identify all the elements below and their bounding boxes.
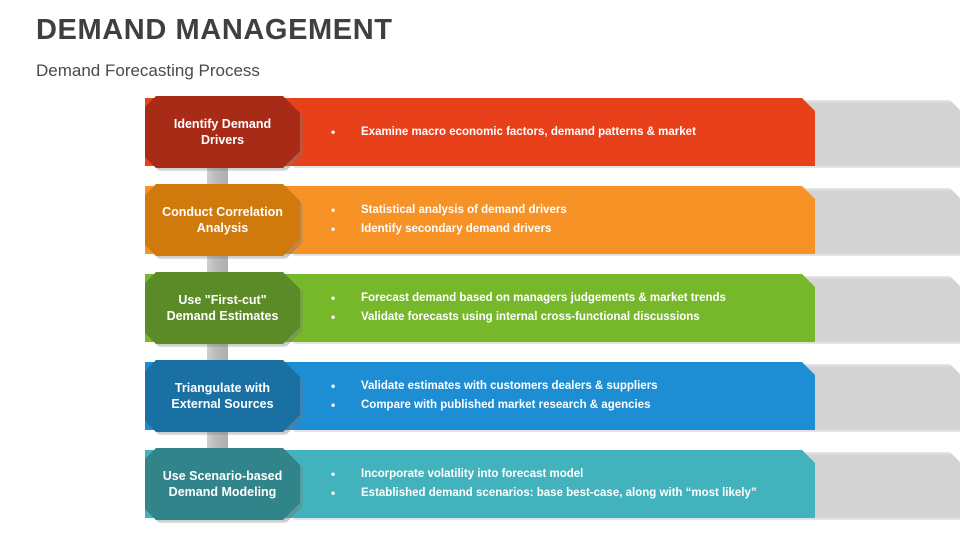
bullet-dot-icon: • [331,310,336,324]
step-bullet-text: Established demand scenarios: base best-… [361,487,757,499]
page-subtitle: Demand Forecasting Process [36,61,260,81]
step-bullet-text: Examine macro economic factors, demand p… [361,125,696,138]
step-bullet-text: Validate estimates with customers dealer… [361,380,658,392]
page-title: DEMAND MANAGEMENT [36,14,393,46]
step-bullet: • Validate forecasts using internal cross… [331,308,815,327]
process-step-row[interactable]: •Statistical analysis of demand drivers•… [145,184,960,259]
bullet-dot-icon: • [331,222,336,236]
step-label-box[interactable]: Use "First-cut" Demand Estimates [145,272,300,344]
bullet-dot-icon: • [331,203,336,217]
step-label-box[interactable]: Use Scenario-based Demand Modeling [145,448,300,520]
bullet-dot-icon: • [331,124,336,139]
step-bullet-text: Identify secondary demand drivers [361,223,552,235]
process-step-row[interactable]: • Forecast demand based on managers judge… [145,272,960,347]
bullet-dot-icon: • [331,486,336,500]
step-bullet: • Compare with published market research … [331,396,815,415]
step-bullet-text: Statistical analysis of demand drivers [361,204,567,216]
step-bullet: • Forecast demand based on managers judge… [331,289,815,308]
step-bullet-text: Compare with published market research &… [361,399,651,411]
step-bullet: • Statistical analysis of demand drivers [331,201,815,220]
step-bullet-text: Forecast demand based on managers judgem… [361,292,726,304]
step-bullet: • Established demand scenarios: base best… [331,484,815,503]
step-label-text: Triangulate with External Sources [171,381,274,411]
step-bullet: • Validate estimates with customers deale… [331,377,815,396]
step-connector [207,162,228,190]
step-connector [207,426,228,454]
bullet-dot-icon: • [331,379,336,393]
step-bullet-text: Validate forecasts using internal cross-… [361,311,700,323]
step-label-text: Conduct Correlation Analysis [162,205,283,235]
step-bullet: • Identify secondary demand drivers [331,220,815,239]
step-connector [207,250,228,278]
step-bullet: • Examine macro economic factors, demand … [331,123,815,142]
slide-header: DEMAND MANAGEMENT Demand Forecasting Pro… [36,14,393,81]
step-label-text: Identify Demand Drivers [173,117,272,147]
step-label-box[interactable]: Conduct Correlation Analysis [145,184,300,256]
bullet-dot-icon: • [331,398,336,412]
step-bullet: • Incorporate volatility into forecast mo… [331,465,815,484]
process-step-row[interactable]: • Validate estimates with customers deale… [145,360,960,435]
process-step-row[interactable]: • Incorporate volatility into forecast mo… [145,448,960,523]
step-label-text: Use "First-cut" Demand Estimates [166,293,279,323]
step-label-box[interactable]: Identify Demand Drivers [145,96,300,168]
step-label-text: Use Scenario-based Demand Modeling [162,469,283,499]
bullet-dot-icon: • [331,291,336,305]
process-step-row[interactable]: • Examine macro economic factors, demand … [145,96,960,171]
step-bullet-text: Incorporate volatility into forecast mod… [361,468,584,480]
bullet-dot-icon: • [331,467,336,481]
step-connector [207,338,228,366]
step-label-box[interactable]: Triangulate with External Sources [145,360,300,432]
